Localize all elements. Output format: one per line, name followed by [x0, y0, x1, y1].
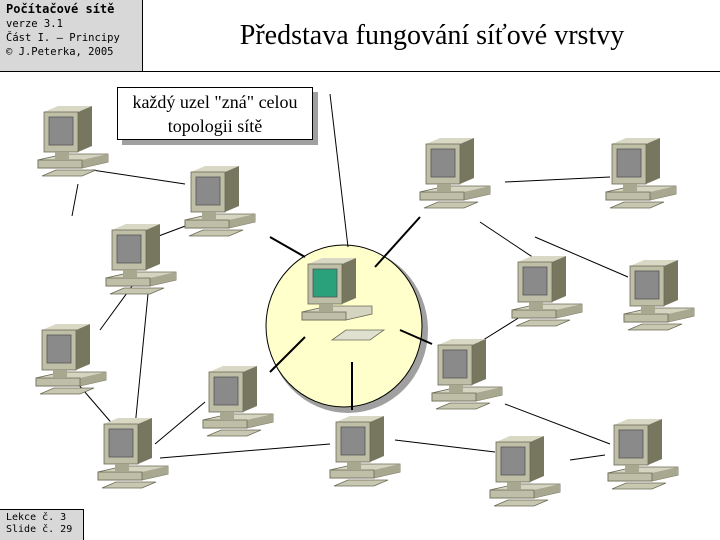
course-info-box: Počítačové sítě verze 3.1 Část I. – Prin…	[0, 0, 143, 71]
course-name: Počítačové sítě	[6, 2, 115, 16]
slide-number: Slide č. 29	[6, 524, 73, 535]
network-diagram	[0, 72, 720, 540]
computer-icon	[105, 223, 177, 295]
computer-icon	[37, 105, 109, 177]
computer-icon	[623, 259, 695, 331]
course-version: verze 3.1	[6, 18, 63, 30]
link	[504, 403, 611, 445]
link	[534, 236, 629, 278]
computer-icon	[605, 137, 677, 209]
center-links	[269, 216, 433, 410]
network-links	[71, 93, 629, 461]
computer-icon	[419, 137, 491, 209]
link	[394, 439, 496, 453]
link	[91, 169, 186, 185]
computer-icon	[489, 435, 561, 507]
computer-icon	[607, 418, 679, 490]
link	[71, 183, 79, 217]
network-topology-svg	[35, 93, 695, 507]
link	[479, 221, 541, 263]
link	[504, 176, 611, 183]
slide-footer: Lekce č. 3 Slide č. 29	[0, 509, 84, 540]
lesson-number: Lekce č. 3	[6, 512, 67, 523]
center-link	[269, 336, 306, 373]
header-bar: Počítačové sítě verze 3.1 Část I. – Prin…	[0, 0, 720, 72]
callout-box: každý uzel "zná" celou topologii sítě	[117, 87, 313, 140]
computer-icon	[202, 365, 274, 437]
computer-icon	[184, 165, 256, 237]
slide-title: Představa fungování síťové vrstvy	[239, 19, 625, 51]
center-link	[399, 329, 433, 345]
center-link	[269, 236, 306, 258]
center-link	[374, 216, 421, 268]
computer-icon	[97, 417, 169, 489]
link	[479, 316, 521, 343]
link	[154, 401, 206, 445]
computer-icon	[511, 255, 583, 327]
highlight-circle	[265, 244, 423, 408]
callout-leader	[329, 93, 349, 248]
callout-line-2: topologii sítě	[167, 116, 263, 136]
course-part: Část I. – Principy	[6, 32, 120, 44]
callout-line-1: každý uzel "zná" celou	[132, 92, 298, 112]
computer-icon	[35, 323, 107, 395]
link	[134, 293, 149, 428]
computer-icon	[431, 338, 503, 410]
link	[159, 443, 331, 459]
link	[569, 454, 606, 461]
course-copyright: © J.Peterka, 2005	[6, 46, 114, 58]
computer-icon	[329, 415, 401, 487]
